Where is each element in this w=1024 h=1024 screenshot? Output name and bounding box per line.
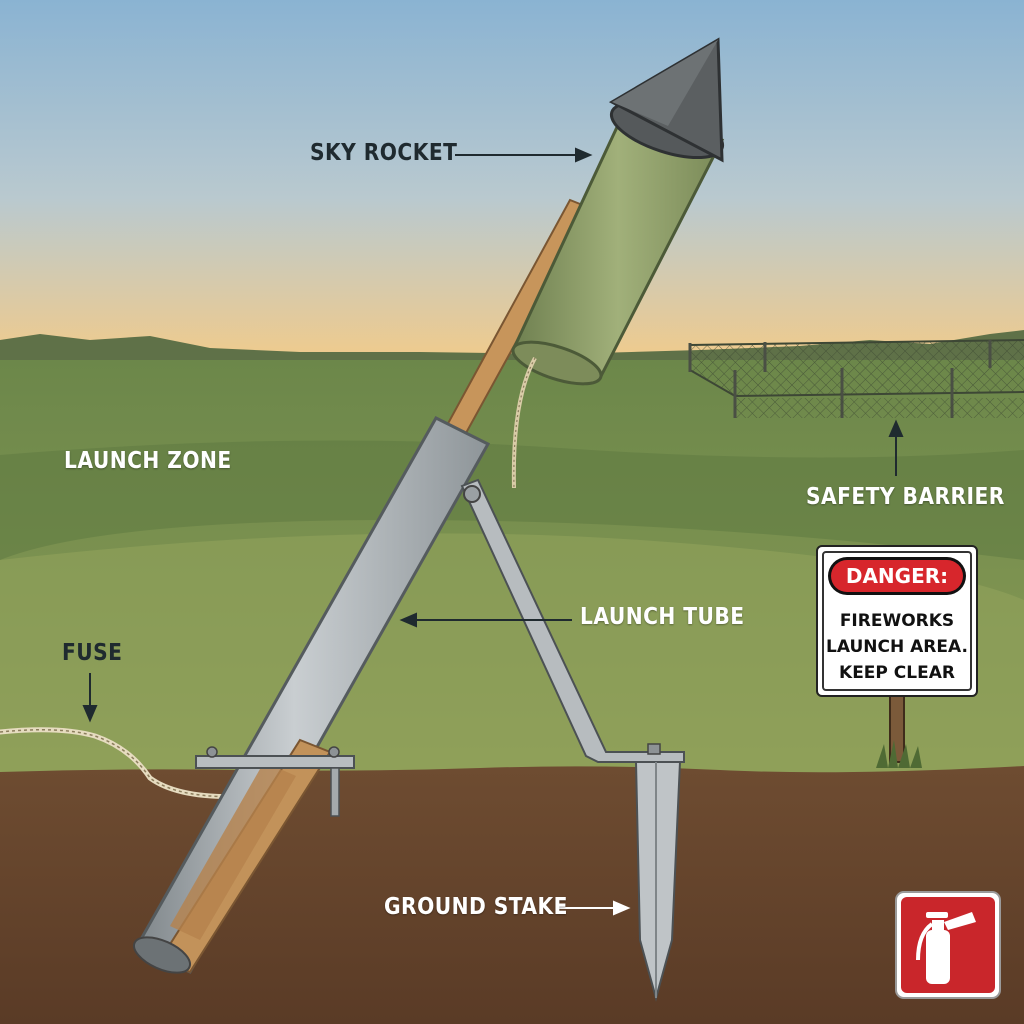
grass-tuft [876,740,922,768]
base-plate [195,746,355,817]
danger-sign-line: KEEP CLEAR [839,663,955,683]
sky-rocket-label: SKY ROCKET [310,140,458,166]
danger-sign: DANGER: FIREWORKS LAUNCH AREA. KEEP CLEA… [816,545,978,697]
leader-arrows [82,147,904,723]
support-leg [460,478,685,763]
fuse-label: FUSE [62,640,123,666]
sky [0,0,1024,360]
launch-tube-label: LAUNCH TUBE [580,604,745,630]
ground-stake-arrow [558,900,631,916]
danger-sign-header: DANGER: [828,557,966,595]
ground-stake-label: GROUND STAKE [384,894,568,920]
field-band [0,440,1024,560]
danger-sign-border [822,551,972,691]
safety-barrier-fence [688,339,1024,418]
danger-sign-line: LAUNCH AREA. [826,637,968,657]
fire-extinguisher-icon [895,891,1001,999]
launch-zone-label: LAUNCH ZONE [64,448,232,474]
danger-sign-line: FIREWORKS [839,611,955,631]
sky-rocket [511,37,725,489]
safety-barrier-label: SAFETY BARRIER [806,484,1005,510]
danger-sign-header-text: DANGER: [831,560,963,592]
field-near-band [0,533,1024,780]
ground-stake [634,743,682,1002]
launch-tube [133,416,491,974]
